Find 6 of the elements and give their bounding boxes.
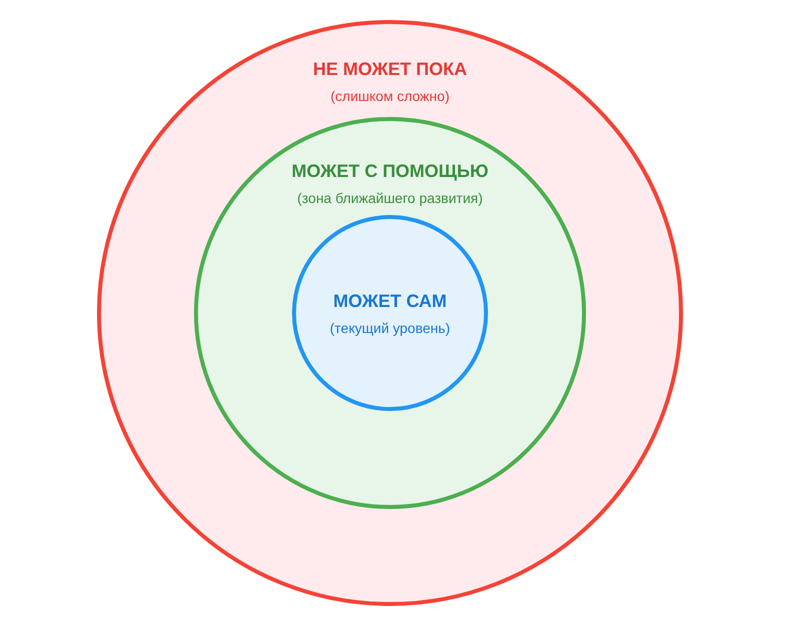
- zone-title: МОЖЕТ САМ: [333, 291, 447, 312]
- zone-note: (текущий уровень): [330, 320, 450, 336]
- zone-title: МОЖЕТ С ПОМОЩЬЮ: [292, 161, 488, 182]
- zone-note: (зона ближайшего развития): [297, 190, 483, 206]
- zone-note: (слишком сложно): [330, 88, 450, 104]
- zone-title: НЕ МОЖЕТ ПОКА: [313, 59, 467, 80]
